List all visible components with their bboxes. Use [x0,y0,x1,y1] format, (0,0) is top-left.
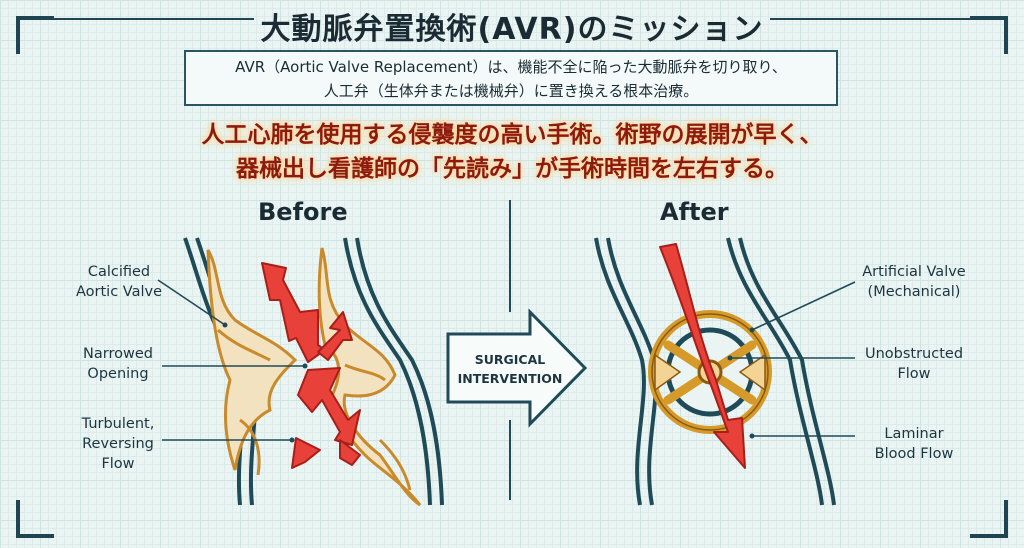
title-rule-left [54,18,254,20]
frame-corner-top-right [970,16,1008,54]
before-heading: Before [258,198,348,226]
label-narrowed-opening: Narrowed Opening [83,346,153,382]
frame-corner-bottom-right [970,500,1008,538]
page-title: 大動脈弁置換術(AVR)のミッション [260,12,764,47]
label-artificial-valve: Artificial Valve (Mechanical) [862,264,966,300]
surgical-intervention-label: SURGICAL INTERVENTION [457,352,563,386]
highlight-line-1: 人工心肺を使用する侵襲度の高い手術。術野の展開が早く、 [201,122,823,148]
info-line-2: 人工弁（生体弁または機械弁）に置き換える根本治療。 [323,82,699,100]
label-calcified-aortic-valve: Calcified Aortic Valve [75,264,162,300]
frame-corner-bottom-left [16,500,54,538]
label-unobstructed-flow: Unobstructed Flow [864,346,964,382]
calcified-leaflet-right [317,247,422,507]
info-line-1: AVR（Aortic Valve Replacement）は、機能不全に陥った大… [235,58,787,76]
highlight-line-2: 器械出し看護師の「先読み」が手術時間を左右する。 [236,156,788,182]
frame-corner-top-left [16,16,54,54]
leader-lines [157,279,856,441]
highlight-text: 人工心肺を使用する侵襲度の高い手術。術野の展開が早く、 器械出し看護師の「先読み… [0,118,1024,186]
title-rule-right [770,18,970,20]
calcified-leaflet-left [206,249,298,476]
turbulent-flow-arrows [261,262,361,469]
after-heading: After [660,198,729,226]
leader-dots [222,322,755,443]
info-box: AVR（Aortic Valve Replacement）は、機能不全に陥った大… [184,50,838,106]
surgical-intervention-arrow [446,308,588,428]
label-turbulent-flow: Turbulent, Reversing Flow [81,416,155,472]
laminar-flow-arrow [659,243,746,469]
label-laminar-blood-flow: Laminar Blood Flow [874,426,954,462]
